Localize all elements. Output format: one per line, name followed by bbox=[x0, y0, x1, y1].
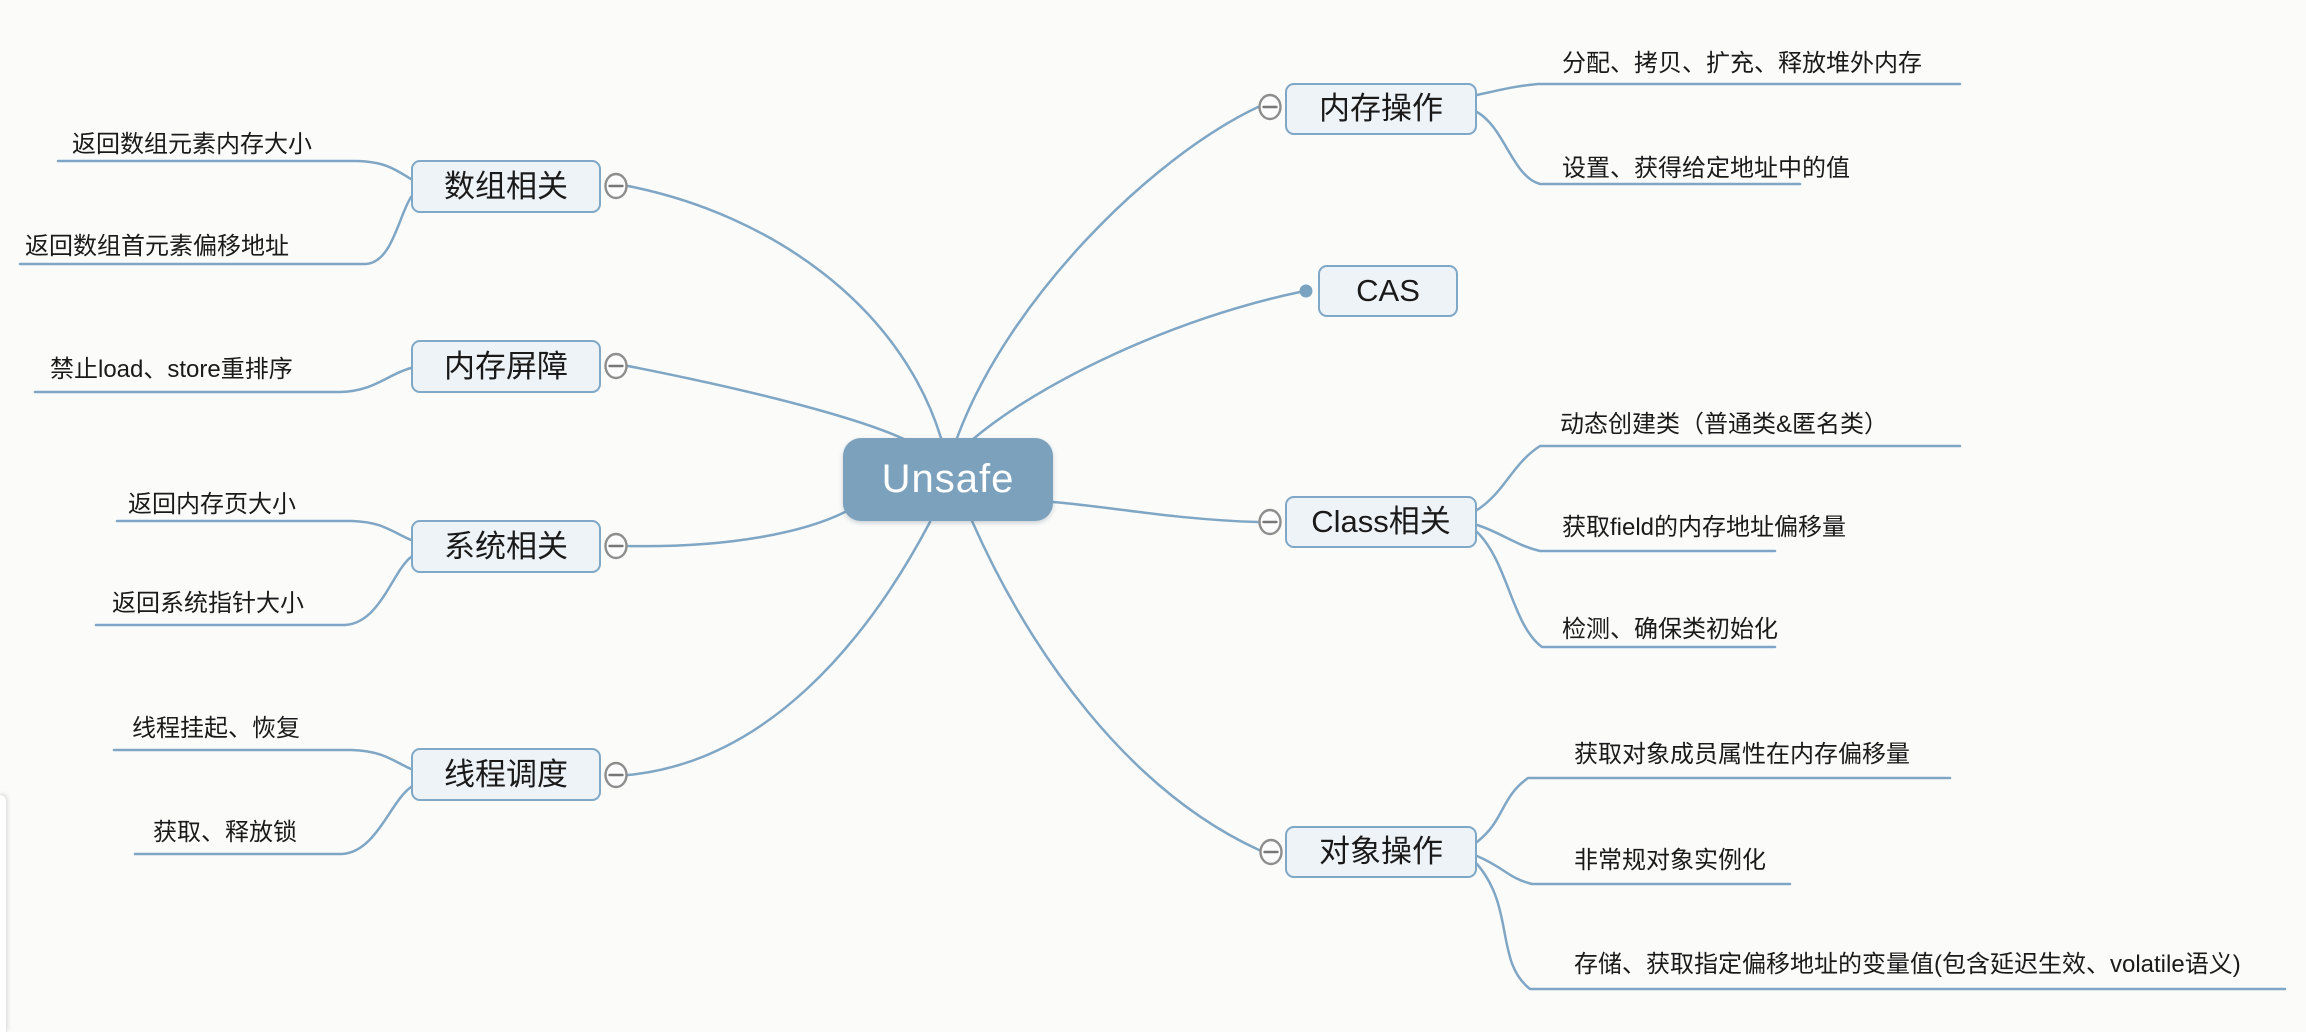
leaf-object-field-offset[interactable]: 获取对象成员属性在内存偏移量 bbox=[1574, 741, 1910, 768]
leaf-get-set-address-value[interactable]: 设置、获得给定地址中的值 bbox=[1562, 155, 1850, 182]
leaf-dynamic-create-class[interactable]: 动态创建类（普通类&匿名类） bbox=[1560, 411, 1889, 438]
topic-memory-barrier[interactable]: 内存屏障 bbox=[411, 340, 601, 393]
leaf-array-base-offset[interactable]: 返回数组首元素偏移地址 bbox=[25, 233, 289, 260]
connector-center-membarrier bbox=[626, 364, 910, 443]
collapse-toggle-thread[interactable] bbox=[604, 761, 628, 789]
leaf-ensure-class-init[interactable]: 检测、确保类初始化 bbox=[1562, 616, 1778, 643]
connector-center-cas bbox=[970, 290, 1302, 442]
topic-object-operations[interactable]: 对象操作 bbox=[1285, 826, 1477, 878]
connector-leaf-class-1 bbox=[1475, 444, 1962, 512]
connector-center-system bbox=[626, 510, 847, 548]
connector-leaf-memop-1 bbox=[1475, 82, 1962, 97]
leaf-offheap-memory[interactable]: 分配、拷贝、扩充、释放堆外内存 bbox=[1562, 50, 1922, 77]
collapse-toggle-class[interactable] bbox=[1258, 508, 1282, 536]
connector-leaf-thread-1 bbox=[112, 748, 413, 771]
connector-center-thread bbox=[626, 520, 932, 777]
leaf-array-element-size[interactable]: 返回数组元素内存大小 bbox=[72, 131, 312, 158]
central-topic-unsafe[interactable]: Unsafe bbox=[843, 438, 1053, 521]
collapse-toggle-array[interactable] bbox=[604, 172, 628, 200]
leaf-page-size[interactable]: 返回内存页大小 bbox=[128, 491, 296, 518]
connector-center-array bbox=[626, 184, 943, 440]
collapse-toggle-membarrier[interactable] bbox=[604, 352, 628, 380]
topic-thread-scheduling[interactable]: 线程调度 bbox=[411, 748, 601, 801]
collapse-toggle-object[interactable] bbox=[1259, 838, 1283, 866]
connector-leaf-system-1 bbox=[115, 519, 413, 542]
topic-array-related[interactable]: 数组相关 bbox=[411, 160, 601, 213]
topic-memory-operations[interactable]: 内存操作 bbox=[1285, 83, 1477, 135]
leaf-store-get-offset-value[interactable]: 存储、获取指定偏移地址的变量值(包含延迟生效、volatile语义) bbox=[1574, 951, 2241, 978]
connector-leaf-array-1 bbox=[56, 159, 413, 181]
collapse-toggle-memop[interactable] bbox=[1258, 93, 1282, 121]
connector-center-memop bbox=[955, 105, 1260, 440]
leaf-lock-acquire-release[interactable]: 获取、释放锁 bbox=[153, 819, 297, 846]
background-window-edge bbox=[0, 794, 7, 1032]
connector-center-class bbox=[1051, 500, 1260, 524]
leaf-pointer-size[interactable]: 返回系统指针大小 bbox=[112, 590, 304, 617]
cas-anchor-dot-icon bbox=[1299, 284, 1313, 298]
collapse-toggle-system[interactable] bbox=[604, 532, 628, 560]
connector-leaf-object-1 bbox=[1475, 776, 1952, 844]
connector-center-object bbox=[970, 519, 1261, 852]
topic-system-related[interactable]: 系统相关 bbox=[411, 520, 601, 573]
leaf-field-offset[interactable]: 获取field的内存地址偏移量 bbox=[1562, 514, 1847, 541]
leaf-irregular-instantiation[interactable]: 非常规对象实例化 bbox=[1574, 847, 1766, 874]
leaf-forbid-reorder[interactable]: 禁止load、store重排序 bbox=[50, 356, 293, 383]
topic-cas[interactable]: CAS bbox=[1318, 265, 1458, 317]
topic-class-related[interactable]: Class相关 bbox=[1285, 496, 1477, 548]
leaf-thread-park-unpark[interactable]: 线程挂起、恢复 bbox=[132, 715, 300, 742]
